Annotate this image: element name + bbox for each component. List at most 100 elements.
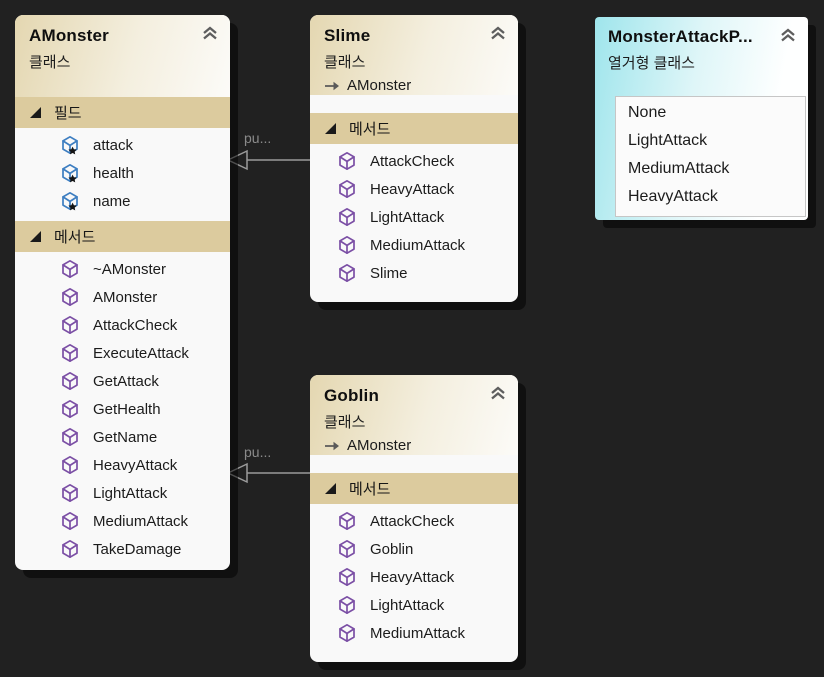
expander-triangle-icon[interactable] bbox=[325, 483, 336, 494]
method-icon bbox=[62, 343, 78, 363]
field-name: health bbox=[93, 164, 134, 182]
field-row[interactable]: name bbox=[15, 187, 230, 215]
base-type: AMonster bbox=[347, 77, 412, 94]
header-gap bbox=[310, 95, 518, 113]
inheritance-arrow-icon bbox=[325, 441, 339, 450]
section-label: 메서드 bbox=[349, 481, 391, 498]
enum-member[interactable]: HeavyAttack bbox=[628, 188, 718, 205]
collapse-chevron-icon[interactable] bbox=[779, 27, 797, 43]
method-icon bbox=[62, 315, 78, 335]
enum-node-monsterattackpower[interactable]: MonsterAttackP... 열거형 클래스 None LightAtta… bbox=[595, 17, 808, 220]
section-label: 메서드 bbox=[349, 121, 391, 138]
enum-member[interactable]: MediumAttack bbox=[628, 160, 730, 177]
method-name: GetHealth bbox=[93, 400, 161, 418]
method-name: GetAttack bbox=[93, 372, 159, 390]
method-row[interactable]: AttackCheck bbox=[310, 507, 518, 535]
method-name: MediumAttack bbox=[370, 236, 466, 254]
class-title: AMonster bbox=[29, 26, 109, 45]
method-row[interactable]: GetHealth bbox=[15, 395, 230, 423]
section-methods[interactable]: 메서드 bbox=[310, 473, 518, 504]
method-name: LightAttack bbox=[370, 596, 445, 614]
field-row[interactable]: health bbox=[15, 159, 230, 187]
method-name: Goblin bbox=[370, 540, 414, 558]
method-row[interactable]: HeavyAttack bbox=[15, 451, 230, 479]
method-icon bbox=[339, 511, 355, 531]
method-name: GetName bbox=[93, 428, 158, 446]
section-methods[interactable]: 메서드 bbox=[15, 221, 230, 252]
methods-list: ~AMonster AMonster AttackCheck ExecuteAt… bbox=[15, 252, 230, 569]
method-row[interactable]: MediumAttack bbox=[15, 507, 230, 535]
class-stereotype: 클래스 bbox=[324, 414, 366, 431]
enum-member[interactable]: None bbox=[628, 104, 667, 121]
fields-list: attack health name bbox=[15, 128, 230, 221]
method-row[interactable]: LightAttack bbox=[15, 479, 230, 507]
class-node-amonster[interactable]: AMonster 클래스 필드 attack health name 메서드 ~… bbox=[15, 15, 230, 570]
method-row[interactable]: HeavyAttack bbox=[310, 175, 518, 203]
method-icon bbox=[339, 263, 355, 283]
method-icon bbox=[62, 287, 78, 307]
field-icon bbox=[62, 135, 78, 155]
method-row[interactable]: LightAttack bbox=[310, 203, 518, 231]
collapse-chevron-icon[interactable] bbox=[201, 25, 219, 41]
method-name: MediumAttack bbox=[370, 624, 466, 642]
method-row[interactable]: HeavyAttack bbox=[310, 563, 518, 591]
method-row[interactable]: LightAttack bbox=[310, 591, 518, 619]
header-gap bbox=[310, 455, 518, 473]
field-name: attack bbox=[93, 136, 134, 154]
method-icon bbox=[339, 567, 355, 587]
collapse-chevron-icon[interactable] bbox=[489, 385, 507, 401]
method-icon bbox=[339, 235, 355, 255]
method-row[interactable]: Slime bbox=[310, 259, 518, 287]
expander-triangle-icon[interactable] bbox=[30, 107, 41, 118]
section-methods[interactable]: 메서드 bbox=[310, 113, 518, 144]
method-row[interactable]: AttackCheck bbox=[15, 311, 230, 339]
method-icon bbox=[339, 151, 355, 171]
collapse-chevron-icon[interactable] bbox=[489, 25, 507, 41]
class-node-goblin[interactable]: Goblin 클래스 AMonster 메서드 AttackCheck Gobl… bbox=[310, 375, 518, 662]
connector-slime-to-amonster: pu... bbox=[226, 130, 310, 171]
inheritance-arrow-icon bbox=[325, 81, 339, 90]
method-icon bbox=[339, 207, 355, 227]
expander-triangle-icon[interactable] bbox=[325, 123, 336, 134]
enum-member[interactable]: LightAttack bbox=[628, 132, 708, 149]
method-row[interactable]: MediumAttack bbox=[310, 619, 518, 647]
method-row[interactable]: GetAttack bbox=[15, 367, 230, 395]
method-row[interactable]: AMonster bbox=[15, 283, 230, 311]
method-row[interactable]: MediumAttack bbox=[310, 231, 518, 259]
class-stereotype: 클래스 bbox=[29, 54, 71, 71]
method-icon bbox=[62, 399, 78, 419]
method-icon bbox=[62, 455, 78, 475]
methods-list: AttackCheck Goblin HeavyAttack LightAtta… bbox=[310, 504, 518, 653]
method-row[interactable]: GetName bbox=[15, 423, 230, 451]
section-fields[interactable]: 필드 bbox=[15, 97, 230, 128]
method-row[interactable]: ExecuteAttack bbox=[15, 339, 230, 367]
method-icon bbox=[62, 539, 78, 559]
method-row[interactable]: ~AMonster bbox=[15, 255, 230, 283]
section-label: 메서드 bbox=[54, 229, 96, 246]
node-header: Goblin 클래스 AMonster bbox=[310, 375, 518, 455]
method-row[interactable]: Goblin bbox=[310, 535, 518, 563]
enum-members-list: None LightAttack MediumAttack HeavyAttac… bbox=[615, 96, 806, 217]
connector-label: pu... bbox=[244, 444, 271, 460]
method-row[interactable]: TakeDamage bbox=[15, 535, 230, 563]
connector-goblin-to-amonster: pu... bbox=[226, 444, 310, 484]
field-row[interactable]: attack bbox=[15, 131, 230, 159]
inheritance-arrowhead-icon[interactable] bbox=[226, 462, 248, 484]
class-node-slime[interactable]: Slime 클래스 AMonster 메서드 AttackCheck Heavy… bbox=[310, 15, 518, 302]
method-icon bbox=[339, 539, 355, 559]
node-header: Slime 클래스 AMonster bbox=[310, 15, 518, 95]
base-type: AMonster bbox=[347, 437, 412, 454]
inheritance-arrowhead-icon[interactable] bbox=[226, 149, 248, 171]
connector-label: pu... bbox=[244, 130, 271, 146]
method-icon bbox=[62, 427, 78, 447]
method-name: HeavyAttack bbox=[370, 180, 455, 198]
expander-triangle-icon[interactable] bbox=[30, 231, 41, 242]
method-name: AttackCheck bbox=[370, 152, 455, 170]
section-label: 필드 bbox=[54, 105, 82, 122]
method-row[interactable]: AttackCheck bbox=[310, 147, 518, 175]
method-icon bbox=[339, 623, 355, 643]
method-name: ExecuteAttack bbox=[93, 344, 189, 362]
method-icon bbox=[339, 595, 355, 615]
method-name: AttackCheck bbox=[370, 512, 455, 530]
